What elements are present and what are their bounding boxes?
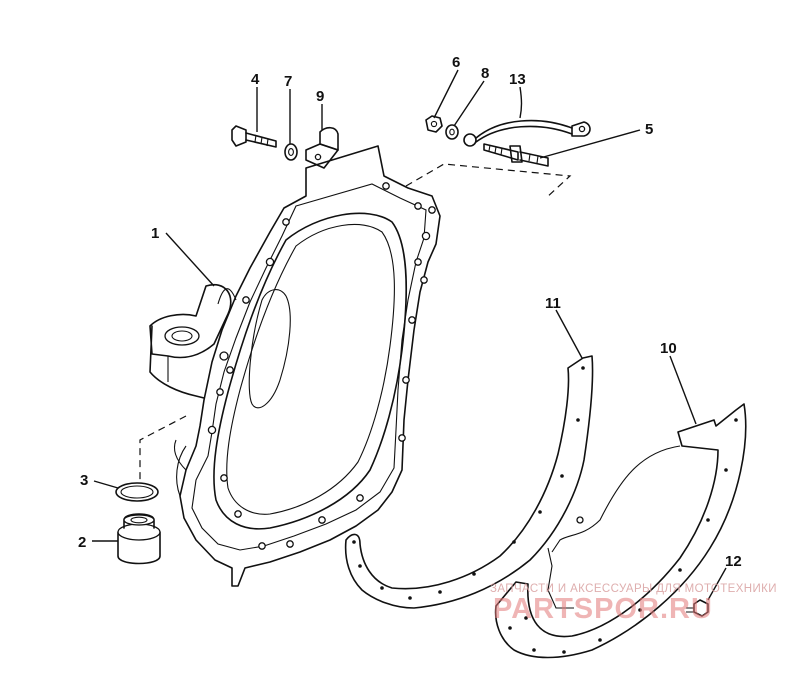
bracket-clip bbox=[305, 126, 339, 169]
alignment-dashed-line bbox=[139, 415, 187, 480]
watermark-logo: PARTSPOR.RU bbox=[493, 593, 713, 625]
leader-12 bbox=[707, 567, 727, 601]
leader-11 bbox=[555, 309, 583, 359]
cover-plate bbox=[494, 403, 747, 659]
bolt bbox=[231, 125, 277, 148]
stud-dashed-line bbox=[405, 163, 572, 199]
callout-9: 9 bbox=[316, 88, 324, 105]
nut bbox=[425, 115, 443, 133]
leader-5 bbox=[539, 129, 641, 159]
leader-3 bbox=[93, 480, 119, 489]
callout-12: 12 bbox=[725, 553, 742, 570]
stud bbox=[483, 143, 549, 167]
leader-6 bbox=[433, 69, 459, 119]
gasket bbox=[344, 355, 594, 609]
leader-13 bbox=[519, 86, 523, 119]
leader-8 bbox=[453, 80, 485, 127]
callout-8: 8 bbox=[481, 65, 489, 82]
callout-labels: 1 2 3 4 5 6 7 8 9 10 11 12 13 bbox=[78, 54, 742, 570]
o-ring bbox=[115, 482, 159, 502]
callout-11: 11 bbox=[545, 295, 561, 312]
callout-3: 3 bbox=[80, 472, 88, 489]
callout-4: 4 bbox=[251, 71, 260, 88]
leader-1 bbox=[165, 232, 215, 287]
leader-10 bbox=[669, 355, 697, 425]
callout-13: 13 bbox=[509, 71, 526, 88]
callout-6: 6 bbox=[452, 54, 460, 71]
callout-5: 5 bbox=[645, 121, 653, 138]
watermark-tagline: ЗАПЧАСТИ И АКСЕССУАРЫ ДЛЯ МОТОТЕХНИКИ bbox=[490, 583, 777, 595]
leader-lines bbox=[92, 69, 727, 601]
flywheel-housing bbox=[149, 145, 441, 587]
callout-10: 10 bbox=[660, 340, 677, 357]
screw bbox=[686, 599, 709, 617]
washer-7 bbox=[284, 143, 298, 161]
callout-2: 2 bbox=[78, 534, 86, 551]
ground-strap bbox=[463, 119, 591, 147]
bushing bbox=[117, 513, 161, 565]
callout-1: 1 bbox=[151, 225, 159, 242]
callout-7: 7 bbox=[284, 73, 292, 90]
washer-8 bbox=[445, 124, 459, 140]
